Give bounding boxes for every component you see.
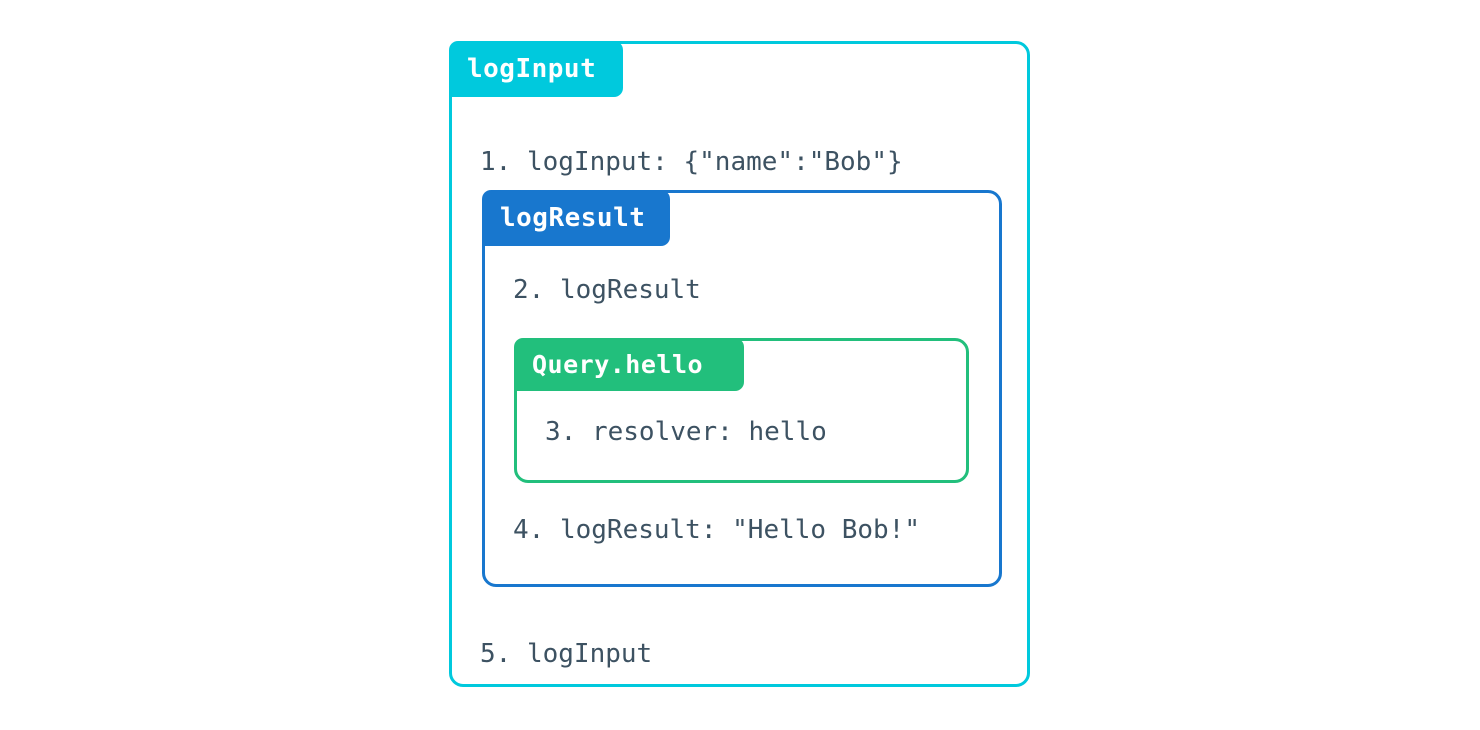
trace-box-logresult-tab: logResult [482,190,670,246]
trace-line-4: 4. logResult: "Hello Bob!" [513,515,920,545]
trace-box-query-hello: Query.hello 3. resolver: hello [514,338,969,483]
trace-line-5: 5. logInput [480,639,653,669]
trace-box-loginput-tab: logInput [449,41,623,97]
trace-line-1: 1. logInput: {"name":"Bob"} [480,147,903,177]
trace-line-2: 2. logResult [513,275,701,305]
trace-line-3: 3. resolver: hello [545,417,827,447]
trace-box-loginput: logInput 1. logInput: {"name":"Bob"} log… [449,41,1030,687]
trace-box-logresult: logResult 2. logResult Query.hello 3. re… [482,190,1002,587]
trace-box-query-hello-tab: Query.hello [514,338,744,391]
